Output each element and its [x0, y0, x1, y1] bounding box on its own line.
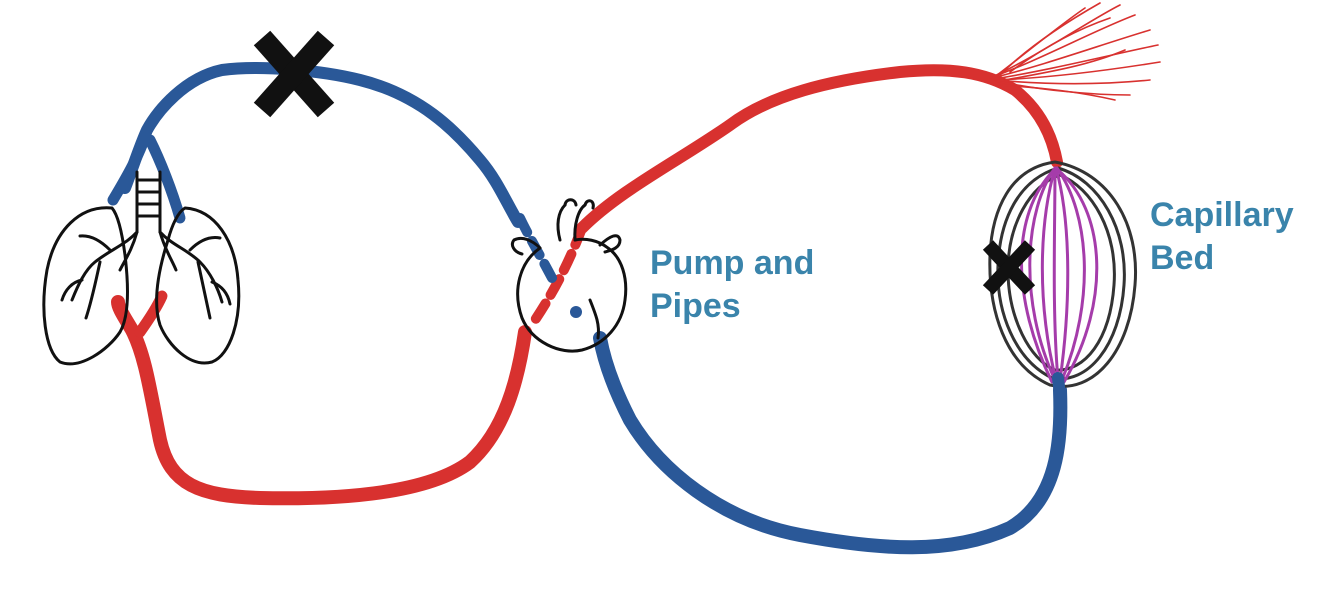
arteriole-fan-icon — [989, 2, 1161, 101]
pulmonary-artery-branch-right — [144, 134, 186, 224]
vena-cava-heart-segment — [515, 213, 557, 283]
lungs-icon — [42, 170, 241, 366]
capillary-blockage-x-icon — [982, 240, 1036, 295]
vena-cava-vessel — [593, 331, 1068, 555]
aorta-vessel — [576, 64, 1063, 234]
capillary-label-line-2: Bed — [1150, 239, 1215, 277]
blockage-x-icon — [253, 30, 335, 118]
capillary-label-line-1: Capillary — [1150, 196, 1294, 234]
heart-icon — [510, 198, 628, 353]
pulmonary-vein-branch — [134, 290, 168, 338]
pulmonary-vein-vessel — [111, 295, 532, 506]
pump-label-line-1: Pump and — [650, 244, 815, 282]
pulmonary-artery-branch — [107, 124, 153, 206]
pump-label-line-2: Pipes — [650, 287, 741, 325]
venule-stub — [1052, 372, 1066, 401]
heart-blood-dot — [570, 306, 582, 318]
